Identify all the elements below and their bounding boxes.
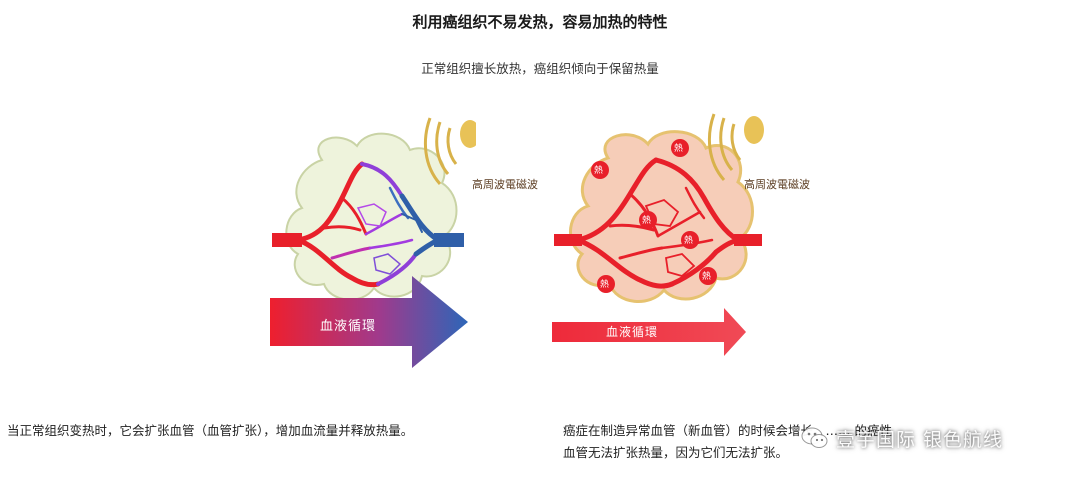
blood-flow-label: 血液循環: [606, 325, 659, 339]
heat-badge-label: 熱: [600, 280, 610, 290]
heat-badge-label: 熱: [684, 236, 694, 246]
heat-badge-label: 熱: [594, 166, 604, 176]
blood-flow-arrow: [552, 308, 746, 356]
vein-outlet: [434, 233, 464, 247]
watermark: 壹宇国际 银色航线: [800, 423, 1003, 453]
artery-outlet: [734, 234, 762, 246]
blood-flow-label: 血液循環: [320, 319, 377, 334]
page-title: 利用癌组织不易发热，容易加热的特性: [412, 13, 668, 31]
normal-tissue-blob: [285, 132, 458, 301]
page-subtitle: 正常组织擅长放热，癌组织倾向于保留热量: [421, 61, 659, 76]
wave-emitter-icon: [423, 117, 480, 185]
watermark-text: 壹宇国际 银色航线: [836, 428, 1004, 451]
cancer-tissue-illustration: [552, 113, 764, 356]
normal-tissue-figure: 高周波電磁波 血液循環: [262, 108, 538, 390]
wave-label: 高周波電磁波: [744, 178, 810, 191]
normal-tissue-illustration: [270, 117, 480, 368]
heat-badge-label: 熱: [674, 144, 684, 154]
normal-tissue-caption: 当正常组织变热时，它会扩张血管（血管扩张），增加血流量并释放热量。: [7, 423, 414, 438]
heat-badges: [591, 139, 717, 293]
wave-emitter-icon: [707, 113, 764, 181]
cancer-tissue-figure: 高周波電磁波 血液循環 熱 熱 熱 熱 熱 熱: [548, 108, 838, 364]
heat-badge-label: 熱: [642, 216, 652, 226]
heat-badge-label: 熱: [702, 272, 712, 282]
wave-label: 高周波電磁波: [472, 178, 538, 191]
blood-flow-arrow: [270, 276, 468, 368]
wechat-icon: [801, 427, 828, 448]
vessel-network: [295, 161, 441, 288]
artery-inlet: [554, 234, 582, 246]
artery-inlet: [272, 233, 302, 247]
